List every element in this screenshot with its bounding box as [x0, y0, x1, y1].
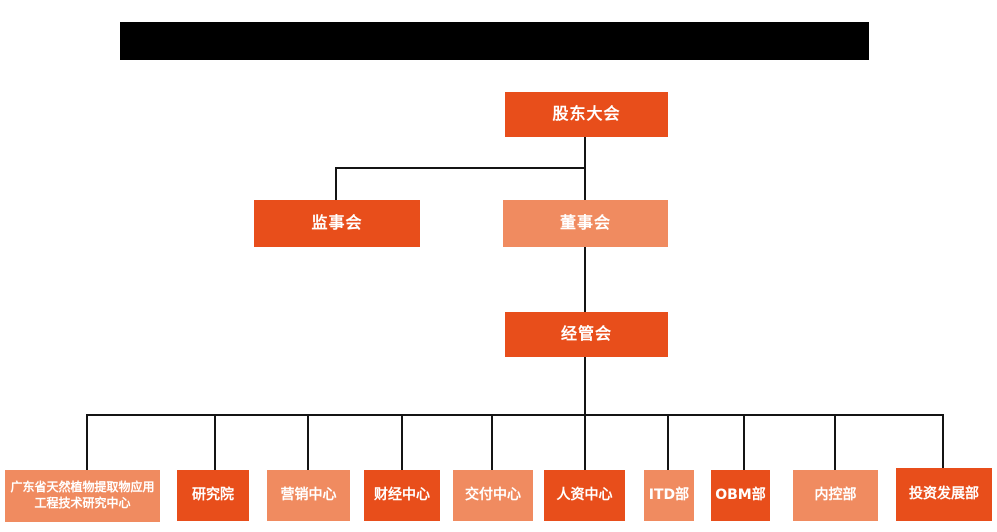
- redacted-title-bar: [120, 22, 869, 60]
- connector-row3-horizontal: [86, 414, 944, 416]
- org-node-marketing-center: 营销中心: [267, 470, 350, 521]
- org-node-label: ITD部: [648, 487, 690, 504]
- connector-dept-drop-10: [942, 414, 944, 471]
- org-node-label: 营销中心: [280, 487, 337, 504]
- connector-dept-drop-9: [834, 414, 836, 471]
- org-node-label: 董事会: [559, 213, 611, 233]
- org-node-label: 股东大会: [552, 104, 621, 124]
- org-node-management-committee: 经管会: [505, 312, 668, 357]
- connector-dept-drop-3: [307, 414, 309, 471]
- org-node-label: 研究院: [192, 487, 234, 504]
- org-node-delivery-center: 交付中心: [453, 470, 533, 521]
- org-node-label: 交付中心: [465, 487, 521, 504]
- connector-dept-drop-8: [743, 414, 745, 471]
- org-node-research-center: 广东省天然植物提取物应用工程技术研究中心: [5, 470, 160, 522]
- connector-row2-horizontal: [335, 167, 586, 169]
- org-node-obm-department: OBM部: [711, 470, 770, 521]
- connector-directors-management: [584, 247, 586, 313]
- org-node-label: 广东省天然植物提取物应用工程技术研究中心: [10, 480, 155, 510]
- org-node-shareholders-meeting: 股东大会: [505, 92, 668, 137]
- org-node-label: 监事会: [311, 213, 363, 233]
- org-node-hr-center: 人资中心: [544, 470, 625, 521]
- org-node-label: OBM部: [715, 487, 766, 504]
- connector-dept-drop-2: [214, 414, 216, 471]
- connector-dept-drop-5: [491, 414, 493, 471]
- org-node-supervisory-board: 监事会: [254, 200, 420, 247]
- org-node-board-of-directors: 董事会: [503, 200, 668, 247]
- connector-dept-drop-1: [86, 414, 88, 471]
- connector-dept-drop-4: [401, 414, 403, 471]
- org-node-investment-development-department: 投资发展部: [896, 468, 992, 521]
- org-node-itd-department: ITD部: [644, 470, 694, 521]
- connector-supervisors-drop: [335, 167, 337, 201]
- connector-dept-drop-7: [667, 414, 669, 471]
- connector-shareholders-down: [584, 137, 586, 201]
- org-node-label: 内控部: [814, 487, 857, 504]
- org-node-label: 投资发展部: [909, 486, 979, 503]
- org-node-label: 人资中心: [556, 487, 613, 504]
- org-node-research-institute: 研究院: [177, 470, 249, 521]
- org-node-internal-control-department: 内控部: [793, 470, 878, 521]
- org-node-label: 财经中心: [374, 487, 430, 504]
- org-node-finance-center: 财经中心: [364, 470, 440, 521]
- org-node-label: 经管会: [560, 324, 612, 344]
